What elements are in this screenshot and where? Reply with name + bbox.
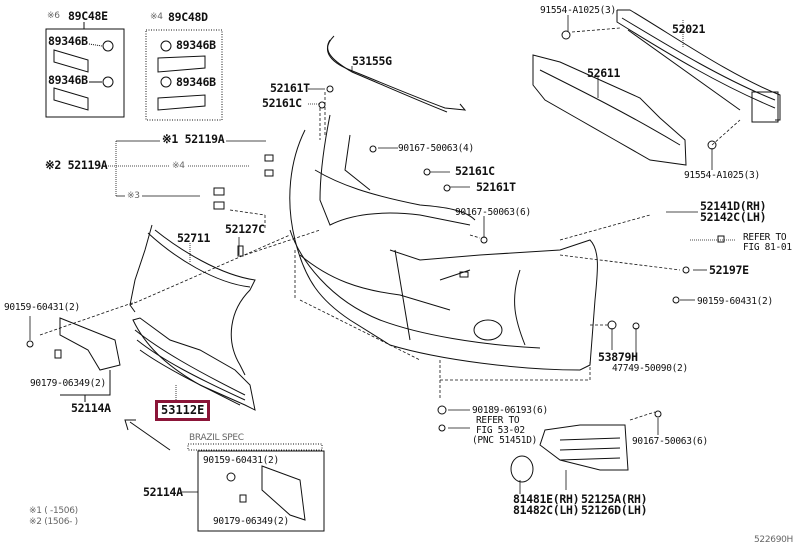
refer-81-01-link[interactable]: FIG 81-01 <box>743 242 792 253</box>
clip-icon <box>319 102 325 108</box>
screw-icon <box>370 146 376 152</box>
label-52141D[interactable]: 52141D(RH) <box>700 199 767 213</box>
screw-icon <box>27 341 33 347</box>
label-53879H[interactable]: 53879H <box>598 350 638 364</box>
direction-arrow <box>125 420 170 450</box>
label-52021[interactable]: 52021 <box>672 22 706 36</box>
brazil-label-90159[interactable]: 90159-60431(2) <box>203 455 279 466</box>
label-52114A[interactable]: 52114A <box>71 401 111 415</box>
label-52142C[interactable]: 52142C(LH) <box>700 210 767 224</box>
nut-icon <box>481 237 487 243</box>
legend-line-1: ※1 ( -1506) <box>29 506 78 516</box>
legend-line-2: ※2 (1506- ) <box>29 517 78 527</box>
label-53112E-highlighted[interactable]: 53112E <box>155 400 211 421</box>
leader-lines <box>30 15 740 494</box>
refer-53-02-pnc: (PNC 51451D) <box>472 435 538 446</box>
clip-icon <box>608 321 616 329</box>
label-52161C-lower[interactable]: 52161C <box>455 164 495 178</box>
screw-icon <box>673 297 679 303</box>
bumper-cover <box>290 115 598 370</box>
label-90167-4[interactable]: 90167-50063(4) <box>398 143 474 154</box>
clip-icon <box>327 86 333 92</box>
clip-group-note4: ※4 <box>170 161 187 172</box>
label-90189[interactable]: 90189-06193(6) <box>472 405 548 416</box>
bolt-icon <box>708 141 716 149</box>
refer-53-02-link[interactable]: FIG 53-02 <box>476 425 525 436</box>
kit-box-right <box>146 30 222 120</box>
absorber-52611 <box>533 55 686 165</box>
grille-53112E <box>133 318 255 410</box>
kit-left-code[interactable]: 89C48E <box>68 9 108 23</box>
brazil-label-90179[interactable]: 90179-06349(2) <box>213 516 289 527</box>
bolt-icon <box>439 425 445 431</box>
label-90179-left[interactable]: 90179-06349(2) <box>30 378 106 389</box>
clip-icon <box>444 185 450 191</box>
fasteners <box>27 31 724 502</box>
clip-icon <box>214 202 224 209</box>
screw-icon <box>227 473 235 481</box>
brazil-label-52114A[interactable]: 52114A <box>143 485 183 499</box>
kit-right-part-1[interactable]: 89346B <box>176 38 216 52</box>
label-91554-upper[interactable]: 91554-A1025(3) <box>540 5 616 16</box>
label-81482C[interactable]: 81482C(LH) <box>513 503 580 517</box>
brazil-spec-box <box>188 444 324 531</box>
label-90167-6-upper[interactable]: 90167-50063(6) <box>455 207 531 218</box>
label-53155G[interactable]: 53155G <box>352 54 392 68</box>
kit-right-code[interactable]: 89C48D <box>168 10 208 24</box>
label-90167-6-lower[interactable]: 90167-50063(6) <box>632 436 708 447</box>
kit-right-mark: ※4 <box>150 12 163 22</box>
bracket-52114A <box>55 318 120 402</box>
refer-53-02-line1: REFER TO <box>476 415 520 426</box>
label-52126D[interactable]: 52126D(LH) <box>581 503 648 517</box>
kit-box-left <box>46 22 124 117</box>
label-52161C-upper[interactable]: 52161C <box>262 96 302 110</box>
clip-icon <box>718 236 724 242</box>
assembly-dashes <box>40 210 680 420</box>
label-52125A[interactable]: 52125A(RH) <box>581 492 648 506</box>
fog-ring-81481E <box>511 456 533 482</box>
clip-icon <box>265 170 273 176</box>
label-91554-lower[interactable]: 91554-A1025(3) <box>684 170 760 181</box>
brazil-spec-title: BRAZIL SPEC <box>189 433 244 443</box>
clip-icon <box>424 169 430 175</box>
label-52197E[interactable]: 52197E <box>709 263 749 277</box>
figure-id: 522690H <box>754 535 794 545</box>
garnish-52711 <box>130 225 255 375</box>
label-90159-left[interactable]: 90159-60431(2) <box>4 302 80 313</box>
refer-81-01-line1: REFER TO <box>743 232 787 243</box>
label-52161T-upper[interactable]: 52161T <box>270 81 310 95</box>
kit-left-mark: ※6 <box>47 11 60 21</box>
fog-cover-52125A <box>540 425 628 470</box>
bolt-icon <box>633 323 639 329</box>
label-81481E[interactable]: 81481E(RH) <box>513 492 580 506</box>
clip-group-note3: ※3 <box>125 191 142 202</box>
clip-icon <box>240 495 246 502</box>
label-52711[interactable]: 52711 <box>177 231 211 245</box>
label-47749[interactable]: 47749-50090(2) <box>612 363 688 374</box>
label-52161T-lower[interactable]: 52161T <box>476 180 516 194</box>
clip-icon <box>265 155 273 161</box>
reinforcement-52021 <box>617 10 780 122</box>
label-52127C[interactable]: 52127C <box>225 222 265 236</box>
screw-icon <box>655 411 661 417</box>
kit-left-part-1[interactable]: 89346B <box>48 34 88 48</box>
molding-53155G <box>327 36 465 110</box>
kit-right-part-2[interactable]: 89346B <box>176 75 216 89</box>
label-52611[interactable]: 52611 <box>587 66 621 80</box>
clip-group-top-label[interactable]: ※1 52119A <box>160 132 227 146</box>
clip-icon <box>238 246 243 256</box>
label-90159-right[interactable]: 90159-60431(2) <box>697 296 773 307</box>
clip-icon <box>683 267 689 273</box>
kit-left-part-2[interactable]: 89346B <box>48 73 88 87</box>
bolt-icon <box>562 31 570 39</box>
clip-icon <box>438 406 446 414</box>
clip-group-side-label[interactable]: ※2 52119A <box>45 158 108 172</box>
clip-icon <box>214 188 224 195</box>
